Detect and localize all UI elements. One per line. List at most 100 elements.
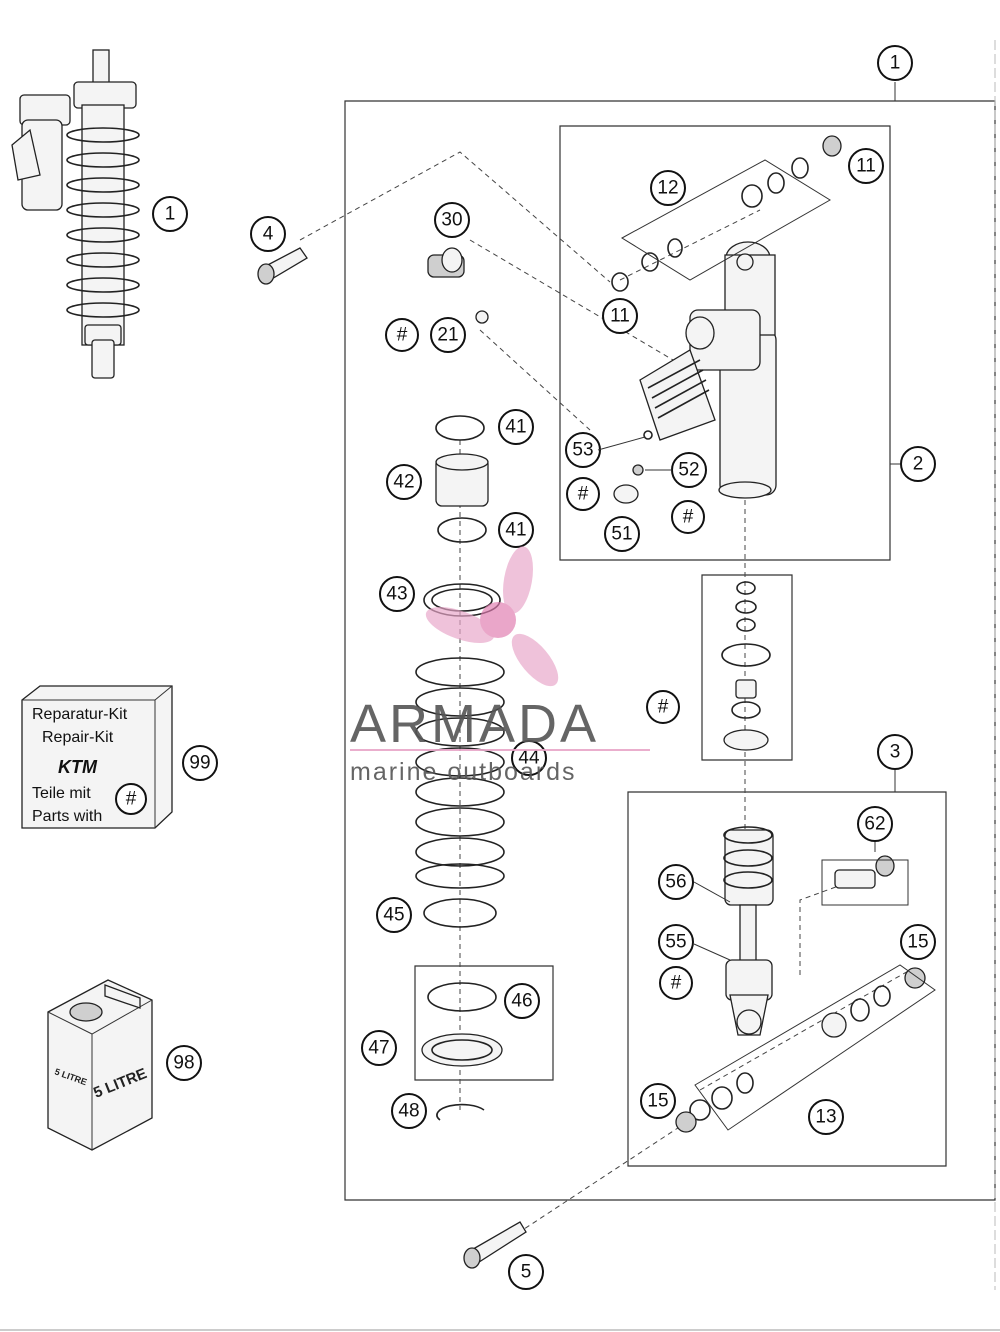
hash-marker-55: # (659, 966, 693, 1000)
callout-48: 48 (391, 1093, 427, 1129)
callout-4: 4 (250, 216, 286, 252)
repair-kit-line4: Parts with (32, 808, 102, 825)
svg-text:41: 41 (505, 417, 526, 438)
callout-47: 47 (361, 1030, 397, 1066)
callout-15-left: 15 (640, 1083, 676, 1119)
svg-text:#: # (397, 325, 408, 346)
callout-62: 62 (857, 806, 893, 842)
callouts: 1 1 2 3 4 5 11 11 12 13 15 15 21 30 41 4… (152, 45, 936, 1290)
callout-15-right: 15 (900, 924, 936, 960)
svg-text:15: 15 (907, 932, 928, 953)
callout-41-bottom: 41 (498, 512, 534, 548)
svg-text:43: 43 (386, 584, 407, 605)
svg-text:21: 21 (437, 325, 458, 346)
hash-marker-21: # (385, 318, 419, 352)
seal-kit-frame (701, 574, 793, 761)
armada-watermark: ARMADA marine outboards (350, 546, 650, 786)
callout-1-top: 1 (877, 45, 913, 81)
hash-marker-53: # (566, 477, 600, 511)
callout-12: 12 (650, 170, 686, 206)
svg-text:41: 41 (505, 520, 526, 541)
svg-text:55: 55 (665, 932, 686, 953)
callout-41-top: 41 (498, 409, 534, 445)
svg-text:15: 15 (647, 1091, 668, 1112)
svg-text:12: 12 (657, 178, 678, 199)
assembly-frames (344, 82, 996, 1201)
callout-52: 52 (671, 452, 707, 488)
callout-21: 21 (430, 317, 466, 353)
callout-2: 2 (900, 446, 936, 482)
svg-text:48: 48 (398, 1101, 419, 1122)
callout-51: 51 (604, 516, 640, 552)
piston-rod-assembly (675, 826, 936, 1133)
watermark-brand: ARMADA (350, 694, 599, 754)
svg-text:45: 45 (383, 905, 404, 926)
callout-45: 45 (376, 897, 412, 933)
small-parts (475, 310, 653, 504)
svg-text:13: 13 (815, 1107, 836, 1128)
callout-11-top: 11 (848, 148, 884, 184)
callout-5: 5 (508, 1254, 544, 1290)
repair-kit-brand: KTM (58, 757, 98, 777)
bolt-5 (463, 1221, 527, 1269)
svg-text:1: 1 (890, 53, 901, 74)
callout-99: 99 (182, 745, 218, 781)
hash-marker-seal-kit: # (646, 690, 680, 724)
seal-kit-parts (721, 581, 771, 751)
watermark-tagline: marine outboards (350, 758, 577, 786)
svg-text:44: 44 (518, 748, 540, 769)
compression-adjuster-30 (427, 247, 465, 278)
repair-kit-line1: Reparatur-Kit (32, 706, 128, 723)
reservoir-body (639, 241, 777, 499)
svg-text:#: # (671, 973, 682, 994)
svg-text:47: 47 (368, 1038, 389, 1059)
callout-42: 42 (386, 464, 422, 500)
repair-kit-marker: # (126, 789, 137, 810)
repair-kit-line2: Repair-Kit (42, 729, 114, 746)
oil-canister: 5 LITRE 5 LITRE (47, 979, 153, 1151)
callout-13: 13 (808, 1099, 844, 1135)
callout-11-left: 11 (602, 298, 638, 334)
svg-text:30: 30 (441, 210, 462, 231)
svg-text:46: 46 (511, 991, 532, 1012)
callout-43: 43 (379, 576, 415, 612)
svg-text:#: # (683, 507, 694, 528)
svg-text:11: 11 (610, 306, 630, 327)
svg-text:3: 3 (890, 742, 901, 763)
svg-text:51: 51 (611, 524, 632, 545)
callout-55: 55 (658, 924, 694, 960)
complete-shock-absorber (11, 49, 140, 379)
propeller-icon (425, 546, 559, 687)
svg-text:11: 11 (856, 156, 876, 177)
callout-46: 46 (504, 983, 540, 1019)
hash-marker-52: # (671, 500, 705, 534)
svg-text:42: 42 (393, 472, 414, 493)
repair-kit-box: Reparatur-Kit Repair-Kit KTM Teile mit P… (21, 685, 173, 829)
svg-text:5: 5 (521, 1262, 532, 1283)
spring-seat-frame (414, 965, 554, 1081)
spring-stack (415, 415, 505, 1121)
repair-kit-line3: Teile mit (32, 785, 91, 802)
piston-rod-frame (627, 791, 947, 1167)
svg-text:53: 53 (572, 440, 593, 461)
reservoir-subassembly-frame (559, 125, 891, 561)
callout-3: 3 (877, 734, 913, 770)
svg-text:#: # (578, 484, 589, 505)
rebound-adjuster-parts (611, 135, 842, 292)
svg-text:2: 2 (913, 454, 924, 475)
callout-56: 56 (658, 864, 694, 900)
callout-30: 30 (434, 202, 470, 238)
callout-53: 53 (565, 432, 601, 468)
bolt-4 (257, 247, 308, 285)
svg-text:4: 4 (263, 224, 274, 245)
svg-text:56: 56 (665, 872, 686, 893)
svg-text:#: # (658, 697, 669, 718)
callout-1-left: 1 (152, 196, 188, 232)
svg-text:98: 98 (173, 1053, 194, 1074)
callout-98: 98 (166, 1045, 202, 1081)
svg-text:99: 99 (189, 753, 210, 774)
svg-text:52: 52 (678, 460, 699, 481)
callout-leaders (597, 436, 876, 961)
svg-text:62: 62 (864, 814, 885, 835)
